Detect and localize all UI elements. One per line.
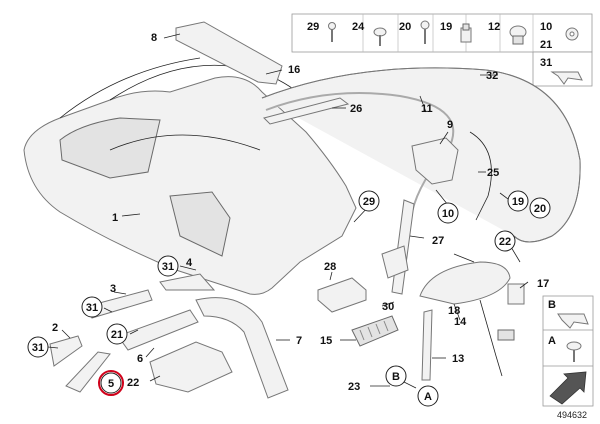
diagram-number: 494632 [557, 410, 587, 420]
callout-17: 17 [537, 278, 549, 290]
callout-26: 26 [350, 103, 362, 115]
circled-callout-5-text: 5 [108, 378, 114, 390]
callout-7: 7 [296, 335, 302, 347]
legend-label-b: B [548, 299, 556, 311]
circled-callouts: 29 10 19 20 22 31 31 31 [27, 190, 551, 407]
cable-18 [479, 299, 503, 377]
clamp-31-icon [550, 71, 583, 85]
small-part-label-29: 29 [307, 21, 319, 33]
circled-callout-a-text: A [424, 391, 432, 403]
legend-box: B A [542, 295, 594, 407]
connector-17 [497, 329, 515, 341]
callout-9: 9 [447, 119, 453, 131]
circled-callout-20-text: 20 [534, 203, 546, 215]
legend-screw-a-icon [566, 341, 582, 362]
callout-3: 3 [110, 283, 116, 295]
small-part-label-20: 20 [399, 21, 411, 33]
callout-6: 6 [137, 353, 143, 365]
callout-22: 22 [127, 377, 139, 389]
trim-6 [117, 309, 199, 351]
hinge-9 [411, 137, 459, 185]
callout-27: 27 [432, 235, 444, 247]
strut-13 [421, 309, 433, 381]
circled-callout-31-b-text: 31 [86, 302, 98, 314]
arm-14 [419, 261, 511, 305]
circled-callout-5-highlighted: 5 [98, 370, 124, 396]
screw-20-icon [420, 20, 430, 44]
circled-callout-31-b: 31 [81, 296, 103, 318]
callout-2: 2 [52, 322, 58, 334]
washer-10-icon [565, 27, 579, 41]
circled-callout-21: 21 [106, 323, 128, 345]
circled-callout-29-text: 29 [363, 196, 375, 208]
callout-23: 23 [348, 381, 360, 393]
circled-callout-20: 20 [529, 197, 551, 219]
small-part-label-12: 12 [488, 21, 500, 33]
circled-callout-31-a-text: 31 [162, 261, 174, 273]
callout-18: 18 [448, 305, 460, 317]
trim-7 [195, 297, 289, 399]
guide-26 [263, 97, 350, 125]
trim-22 [149, 341, 233, 393]
callout-11: 11 [421, 103, 433, 115]
circled-callout-31-c-text: 31 [32, 342, 44, 354]
legend-label-a: A [548, 335, 556, 347]
small-part-label-21: 21 [540, 39, 552, 51]
nut-12-icon [509, 25, 527, 45]
circled-callout-31-a: 31 [157, 255, 179, 277]
small-part-label-10: 10 [540, 21, 552, 33]
pin-29-icon [328, 22, 336, 42]
main-roof-panel [23, 57, 357, 295]
highlight-ring [98, 370, 124, 396]
circled-callout-b-text: B [392, 371, 400, 383]
callout-16: 16 [288, 64, 300, 76]
circled-callout-31-c: 31 [27, 336, 49, 358]
circled-callout-19: 19 [507, 190, 529, 212]
callout-30: 30 [382, 301, 394, 313]
cover-part-8 [175, 21, 283, 85]
small-parts-box [291, 13, 593, 53]
leader-lines [47, 33, 529, 389]
callout-1: 1 [112, 212, 118, 224]
callout-13: 13 [452, 353, 464, 365]
box-28 [317, 277, 367, 313]
callout-25: 25 [487, 167, 499, 179]
callout-4: 4 [186, 257, 193, 269]
callout-28: 28 [324, 261, 336, 273]
clip-19-icon [460, 23, 472, 43]
callout-14: 14 [454, 316, 467, 328]
circled-callout-29: 29 [358, 190, 380, 212]
seal-rail-32-edge [261, 67, 581, 243]
small-part-label-24: 24 [352, 21, 365, 33]
circled-callout-22-top-text: 22 [499, 236, 511, 248]
trim-4 [159, 273, 216, 291]
circled-callout-a: A [417, 385, 439, 407]
circled-callout-10: 10 [437, 202, 459, 224]
circled-callout-21-text: 21 [111, 329, 123, 341]
circled-callout-19-text: 19 [512, 196, 524, 208]
small-parts-strip: 29 24 20 19 12 10 21 3 [291, 13, 593, 87]
legend-clamp-b-icon [557, 313, 589, 329]
circled-callout-22-top: 22 [494, 230, 516, 252]
circled-callout-10-text: 10 [442, 208, 454, 220]
motor-17 [507, 283, 525, 305]
direction-arrow-icon [549, 371, 587, 405]
small-part-label-19: 19 [440, 21, 452, 33]
callout-32: 32 [486, 70, 498, 82]
callout-numbers: 8 16 32 11 26 9 25 30 27 17 1 4 3 2 6 7 … [52, 32, 549, 393]
callout-8: 8 [151, 32, 157, 44]
mount-30 [381, 245, 409, 279]
cable-25 [469, 131, 492, 221]
screw-24-icon [373, 27, 387, 46]
callout-15: 15 [320, 335, 332, 347]
trim-2 [49, 335, 83, 367]
trim-5 [65, 351, 111, 393]
block-15 [351, 315, 399, 347]
circled-callout-b: B [385, 365, 407, 387]
small-part-label-31: 31 [540, 57, 552, 69]
